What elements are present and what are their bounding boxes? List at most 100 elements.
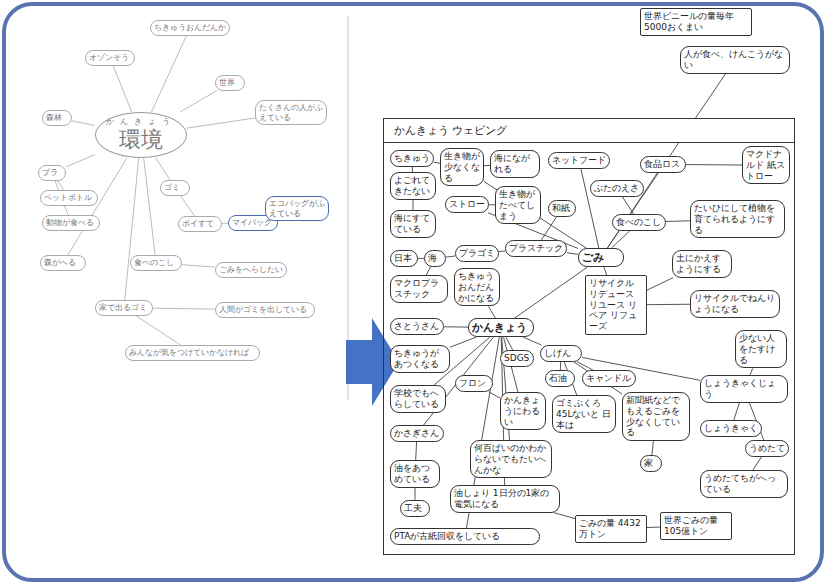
node-text: マクドナルド 紙ストロー [746, 149, 786, 181]
connector-line [554, 513, 575, 519]
node-text: オゾンそう [89, 53, 131, 63]
node-text: ちきゅうおんだんかになる [458, 271, 496, 303]
node-text: 海 [428, 253, 442, 264]
node-text: フロン [459, 378, 489, 389]
node-text: しげん [544, 348, 578, 359]
idea-bubble: 油をあつめている [390, 460, 440, 488]
connector-line [136, 316, 181, 345]
connector-line [180, 91, 217, 112]
node-text: かさぎさん [394, 428, 440, 439]
idea-bubble: ぶたのえさ [590, 180, 644, 197]
node-text: 家で出るゴミ [99, 303, 149, 313]
connector-line [611, 231, 630, 248]
node-text: ネットフード [552, 155, 606, 166]
idea-bubble: 家 [640, 455, 662, 472]
node-text: 環境 [104, 127, 178, 153]
idea-bubble: 和紙 [548, 200, 576, 217]
idea-bubble: マクロプラスチック [390, 275, 448, 303]
node-text: ポイすて [182, 219, 218, 229]
idea-bubble: 生き物がたべてしまう [495, 186, 541, 224]
node-text: 海にながれる [494, 153, 536, 175]
connector-line [450, 337, 476, 347]
node-text: 学校でもへらしている [394, 388, 442, 410]
node-text: SDGS [504, 353, 530, 364]
node-text: マイバッグ [232, 218, 274, 228]
idea-bubble: キャンドル [582, 370, 636, 387]
node-text: マクロプラスチック [394, 278, 444, 300]
idea-bubble: オゾンそう [85, 50, 135, 66]
node-text: 海にすてている [394, 213, 432, 235]
idea-bubble: うめたて [745, 440, 789, 457]
connector-line [180, 196, 194, 216]
node-text: PTAが古紙回収をしている [394, 531, 536, 542]
node-text: ちきゅうがあつくなる [394, 348, 446, 370]
node-text: ちきゅうおんだんか [154, 23, 226, 33]
idea-bubble: しげん [540, 345, 582, 362]
idea-bubble: PTAが古紙回収をしている [390, 528, 540, 545]
connector-line [489, 392, 500, 398]
idea-bubble: ポイすて [178, 216, 222, 232]
node-text: かんきょうにわるい [504, 395, 542, 427]
node-text: 新聞紙などでもえるごみを少なくしている [626, 395, 686, 438]
connector-line [413, 200, 414, 210]
node-text: しょうきゃく [704, 423, 758, 434]
idea-bubble: ストロー [445, 196, 489, 213]
node-text: 生き物が少なくなる [444, 151, 480, 183]
note-box: ごみの量 4432万トン [575, 515, 647, 543]
idea-bubble: 日本 [390, 250, 418, 267]
idea-bubble: 海にながれる [490, 150, 540, 178]
idea-bubble: リサイクルでねんりょうになる [690, 290, 780, 318]
node-text: ストロー [449, 199, 485, 210]
connector-line [68, 158, 127, 255]
node-text: 工夫 [404, 503, 426, 514]
connector-line [753, 457, 762, 470]
node-text: 何百ぱいのかわからないでもたいへんかな [474, 443, 548, 475]
idea-bubble: たくさんの人がふえている [255, 100, 327, 125]
idea-bubble: ネットフード [548, 152, 610, 169]
node-text: ごみをへらしたい [219, 265, 283, 275]
connector-line [604, 267, 606, 275]
node-text: 和紙 [552, 203, 572, 214]
connector-line [750, 368, 753, 375]
idea-bubble: みんなが気をつけていかなければ [125, 345, 260, 361]
idea-bubble: しょうきゃくじょう [700, 375, 788, 403]
idea-bubble: ちきゅうがあつくなる [390, 345, 450, 373]
connector-line [734, 403, 740, 420]
connector-line [523, 337, 541, 345]
node-text: 油をあつめている [394, 463, 436, 485]
node-text: 少ない人をたすける [739, 333, 783, 365]
connector-line [484, 182, 586, 248]
node-text: 食べのこし [134, 258, 178, 268]
idea-bubble: 工夫 [400, 500, 430, 517]
connector-line [541, 217, 556, 240]
node-text: 世界ビニールの量毎年 5000おくまい [644, 11, 748, 33]
node-text: 日本 [394, 253, 414, 264]
connector-line [652, 441, 653, 455]
idea-bubble: 石油 [545, 370, 575, 387]
connector-line [415, 442, 417, 460]
connector-line [187, 118, 255, 128]
node-text: よごれてきたない [394, 175, 432, 197]
node-text: ごみの量 4432万トン [579, 518, 643, 540]
connector-line [622, 197, 633, 214]
node-text: ちきゅう [394, 153, 430, 164]
connector-line [426, 267, 430, 275]
node-text: 森がへる [44, 258, 82, 268]
connector-line [686, 164, 742, 165]
idea-bubble: プラゴミ [455, 245, 499, 262]
node-text: キャンドル [586, 373, 632, 384]
connector-line [499, 251, 505, 253]
connector-line [72, 121, 95, 126]
connector-line [153, 308, 215, 310]
idea-bubble: 人が食べ、けんこうがない [680, 46, 790, 74]
node-text: プラ [42, 168, 62, 178]
node-text: ぶたのえさ [594, 183, 640, 194]
node-text: かんきょう [104, 117, 178, 127]
connector-line [144, 158, 155, 255]
node-text: 家 [644, 458, 658, 469]
node-text: 生き物がたべてしまう [499, 189, 537, 221]
connector-line [415, 488, 416, 500]
note-box: 世界ごみの量 105億トン [660, 512, 732, 540]
connector-line [488, 306, 495, 318]
idea-bubble: 食品ロス [640, 156, 686, 173]
